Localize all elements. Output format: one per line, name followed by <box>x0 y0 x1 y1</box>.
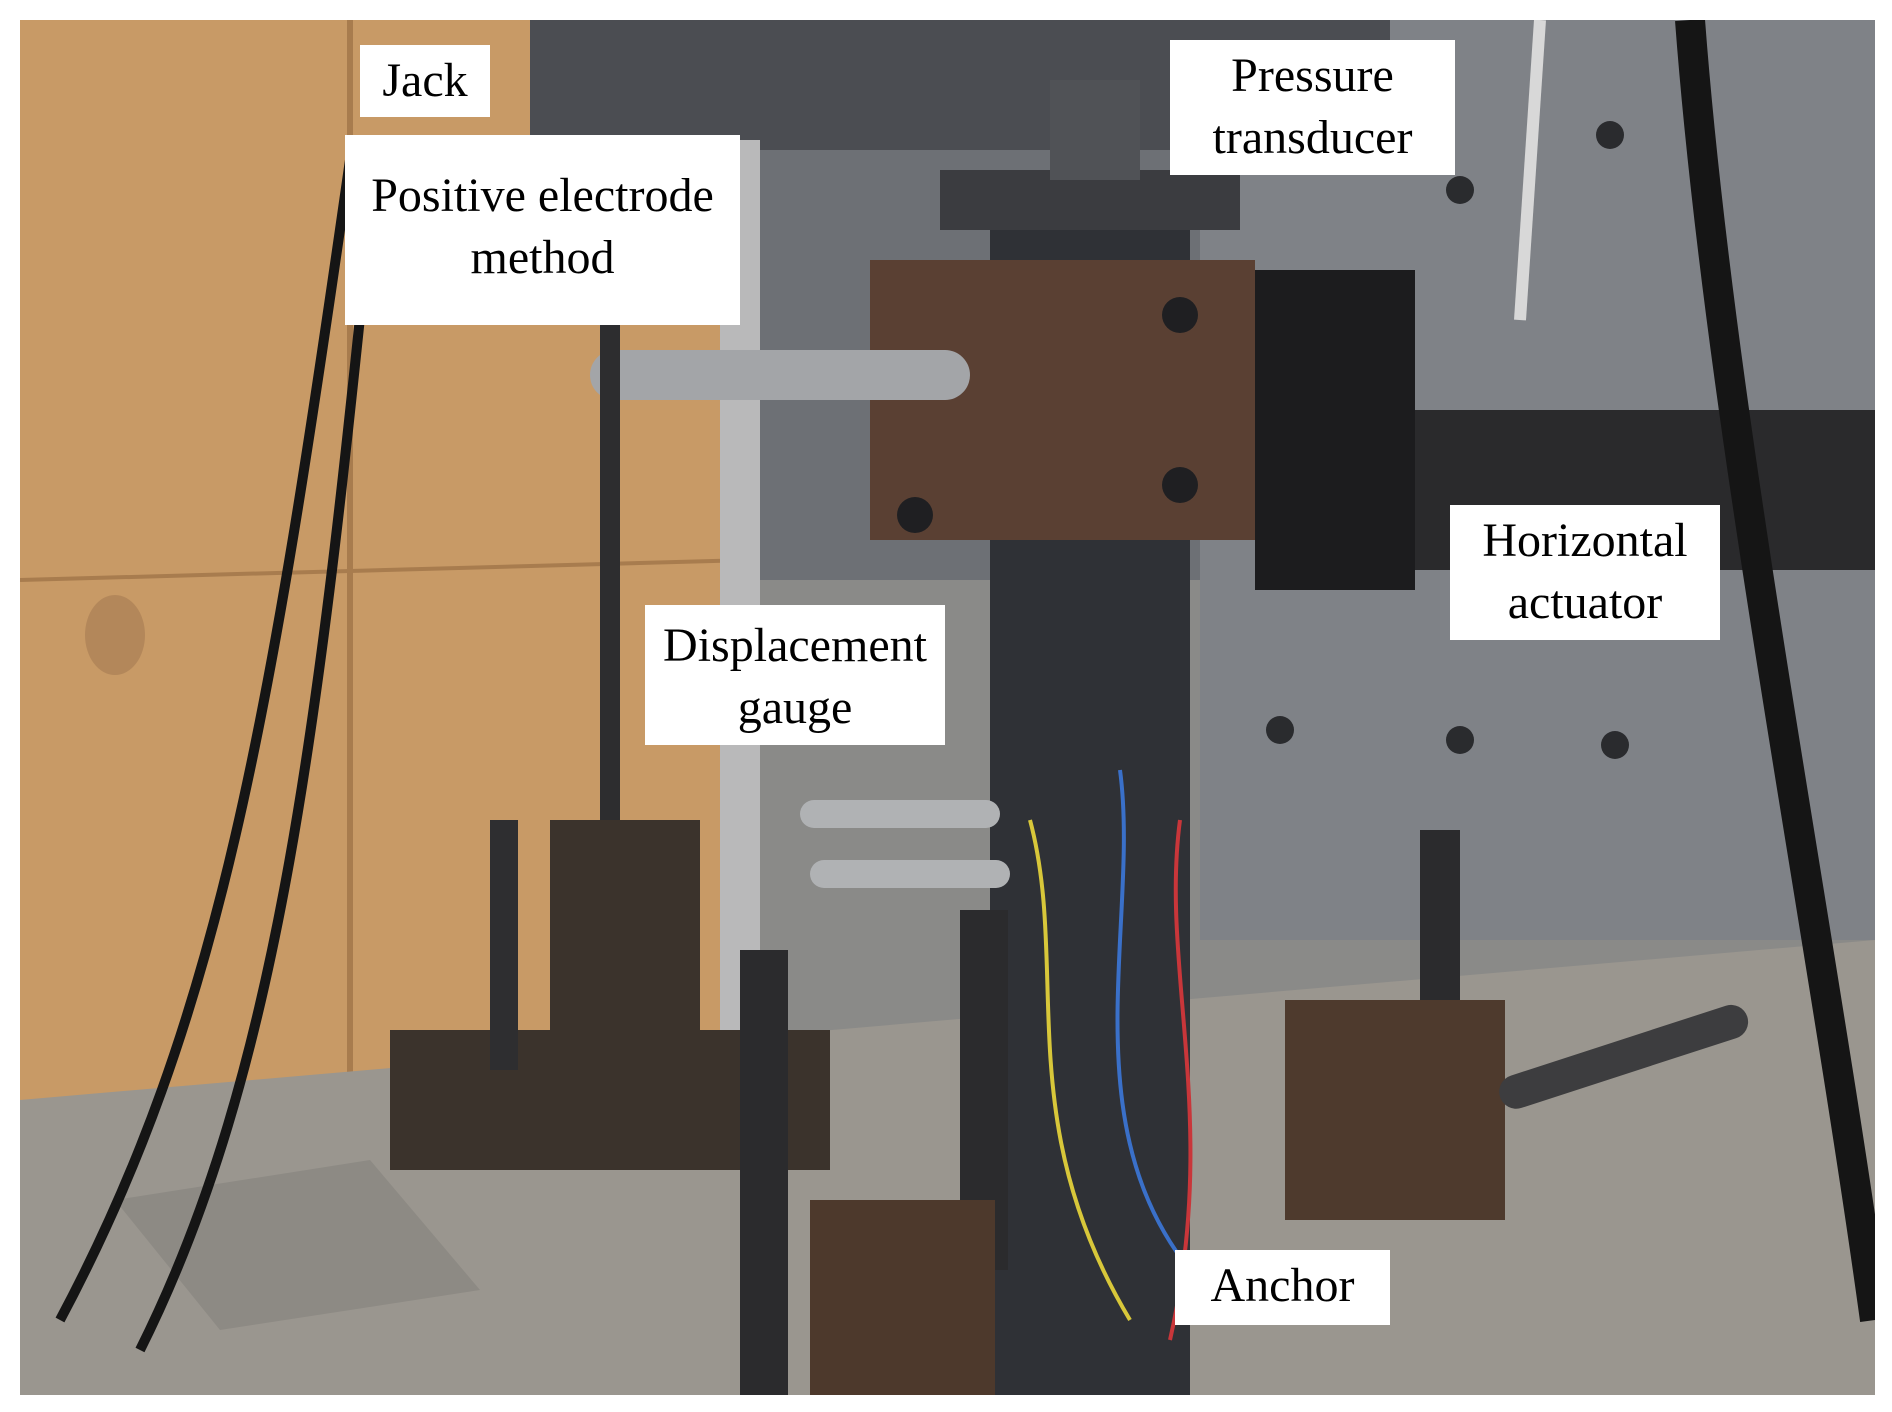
lower-displacement-gauge <box>810 860 1010 888</box>
test-setup-photo <box>20 20 1875 1395</box>
jack-base <box>550 820 700 1040</box>
upper-displacement-gauge <box>590 350 970 400</box>
wood-knot <box>85 595 145 675</box>
pressure-transducer-body <box>1050 80 1140 180</box>
jack-rod <box>600 290 620 830</box>
actuator-mount <box>1255 270 1415 590</box>
label-positive-electrode: Positive electrode method <box>345 135 740 325</box>
threaded-bar <box>740 950 788 1395</box>
middle-displacement-gauge <box>800 800 1000 828</box>
label-pressure-transducer: Pressure transducer <box>1170 40 1455 175</box>
anchor-block <box>1285 1000 1505 1220</box>
test-setup-scene <box>20 20 1875 1395</box>
label-displacement-gauge: Displacement gauge <box>645 605 945 745</box>
label-horizontal-actuator: Horizontal actuator <box>1450 505 1720 640</box>
label-anchor: Anchor <box>1175 1250 1390 1325</box>
label-jack: Jack <box>360 45 490 117</box>
